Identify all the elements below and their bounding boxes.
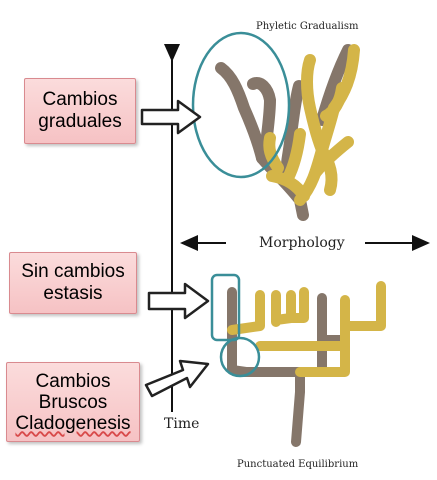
label-abrupt-changes: Cambios Bruscos Cladogenesis [6,362,140,442]
gradualism-tree [215,44,360,221]
punctuated-title: Punctuated Equilibrium [237,459,359,470]
punctuated-tree [227,281,386,447]
gradual-arrow [140,99,202,135]
stasis-arrow [147,282,210,320]
stasis-highlight-box [210,273,241,342]
label-abrupt-line2: Bruscos [38,391,108,413]
cladogenesis-highlight-circle [219,336,261,378]
time-label: Time [164,416,200,432]
label-stasis-line2: estasis [43,283,103,304]
label-abrupt-line1: Cambios [35,370,111,392]
label-abrupt-line3: Cladogenesis [15,412,131,434]
label-gradual-line2: graduales [38,111,122,132]
gradual-highlight-circle [191,31,291,179]
label-gradual-changes: Cambios graduales [24,78,136,144]
cladogenesis-arrow [144,359,210,398]
gradualism-title: Phyletic Gradualism [256,21,359,32]
morphology-label: Morphology [259,235,345,251]
label-gradual-line1: Cambios [42,89,118,110]
label-stasis-line1: Sin cambios [21,261,125,282]
label-stasis: Sin cambios estasis [9,252,137,314]
